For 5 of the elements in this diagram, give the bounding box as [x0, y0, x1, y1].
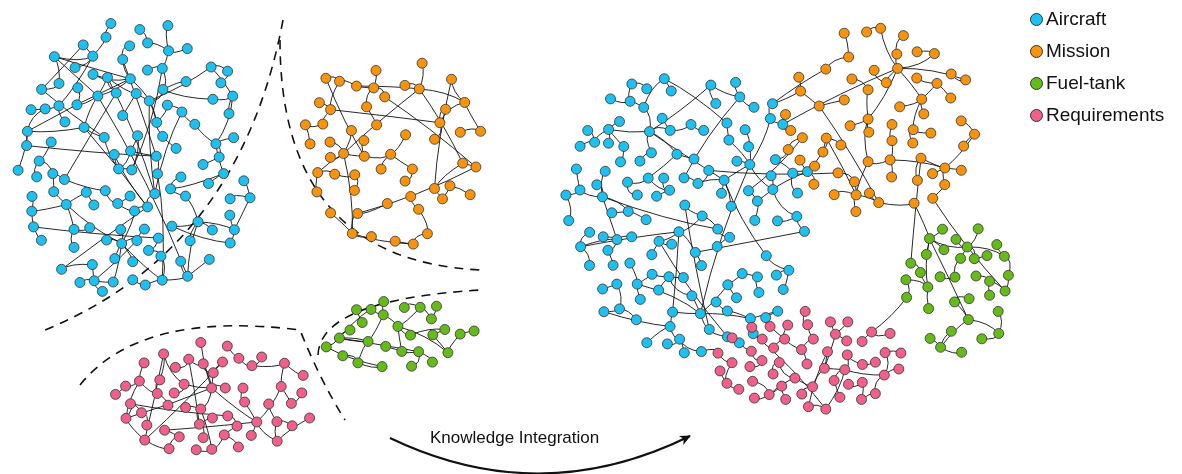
- arrow-label: Knowledge Integration: [430, 428, 600, 448]
- legend-label: Mission: [1046, 40, 1111, 62]
- legend-label: Aircraft: [1046, 8, 1107, 30]
- legend-label: Fuel-tank: [1046, 72, 1126, 94]
- legend-label: Requirements: [1046, 104, 1165, 126]
